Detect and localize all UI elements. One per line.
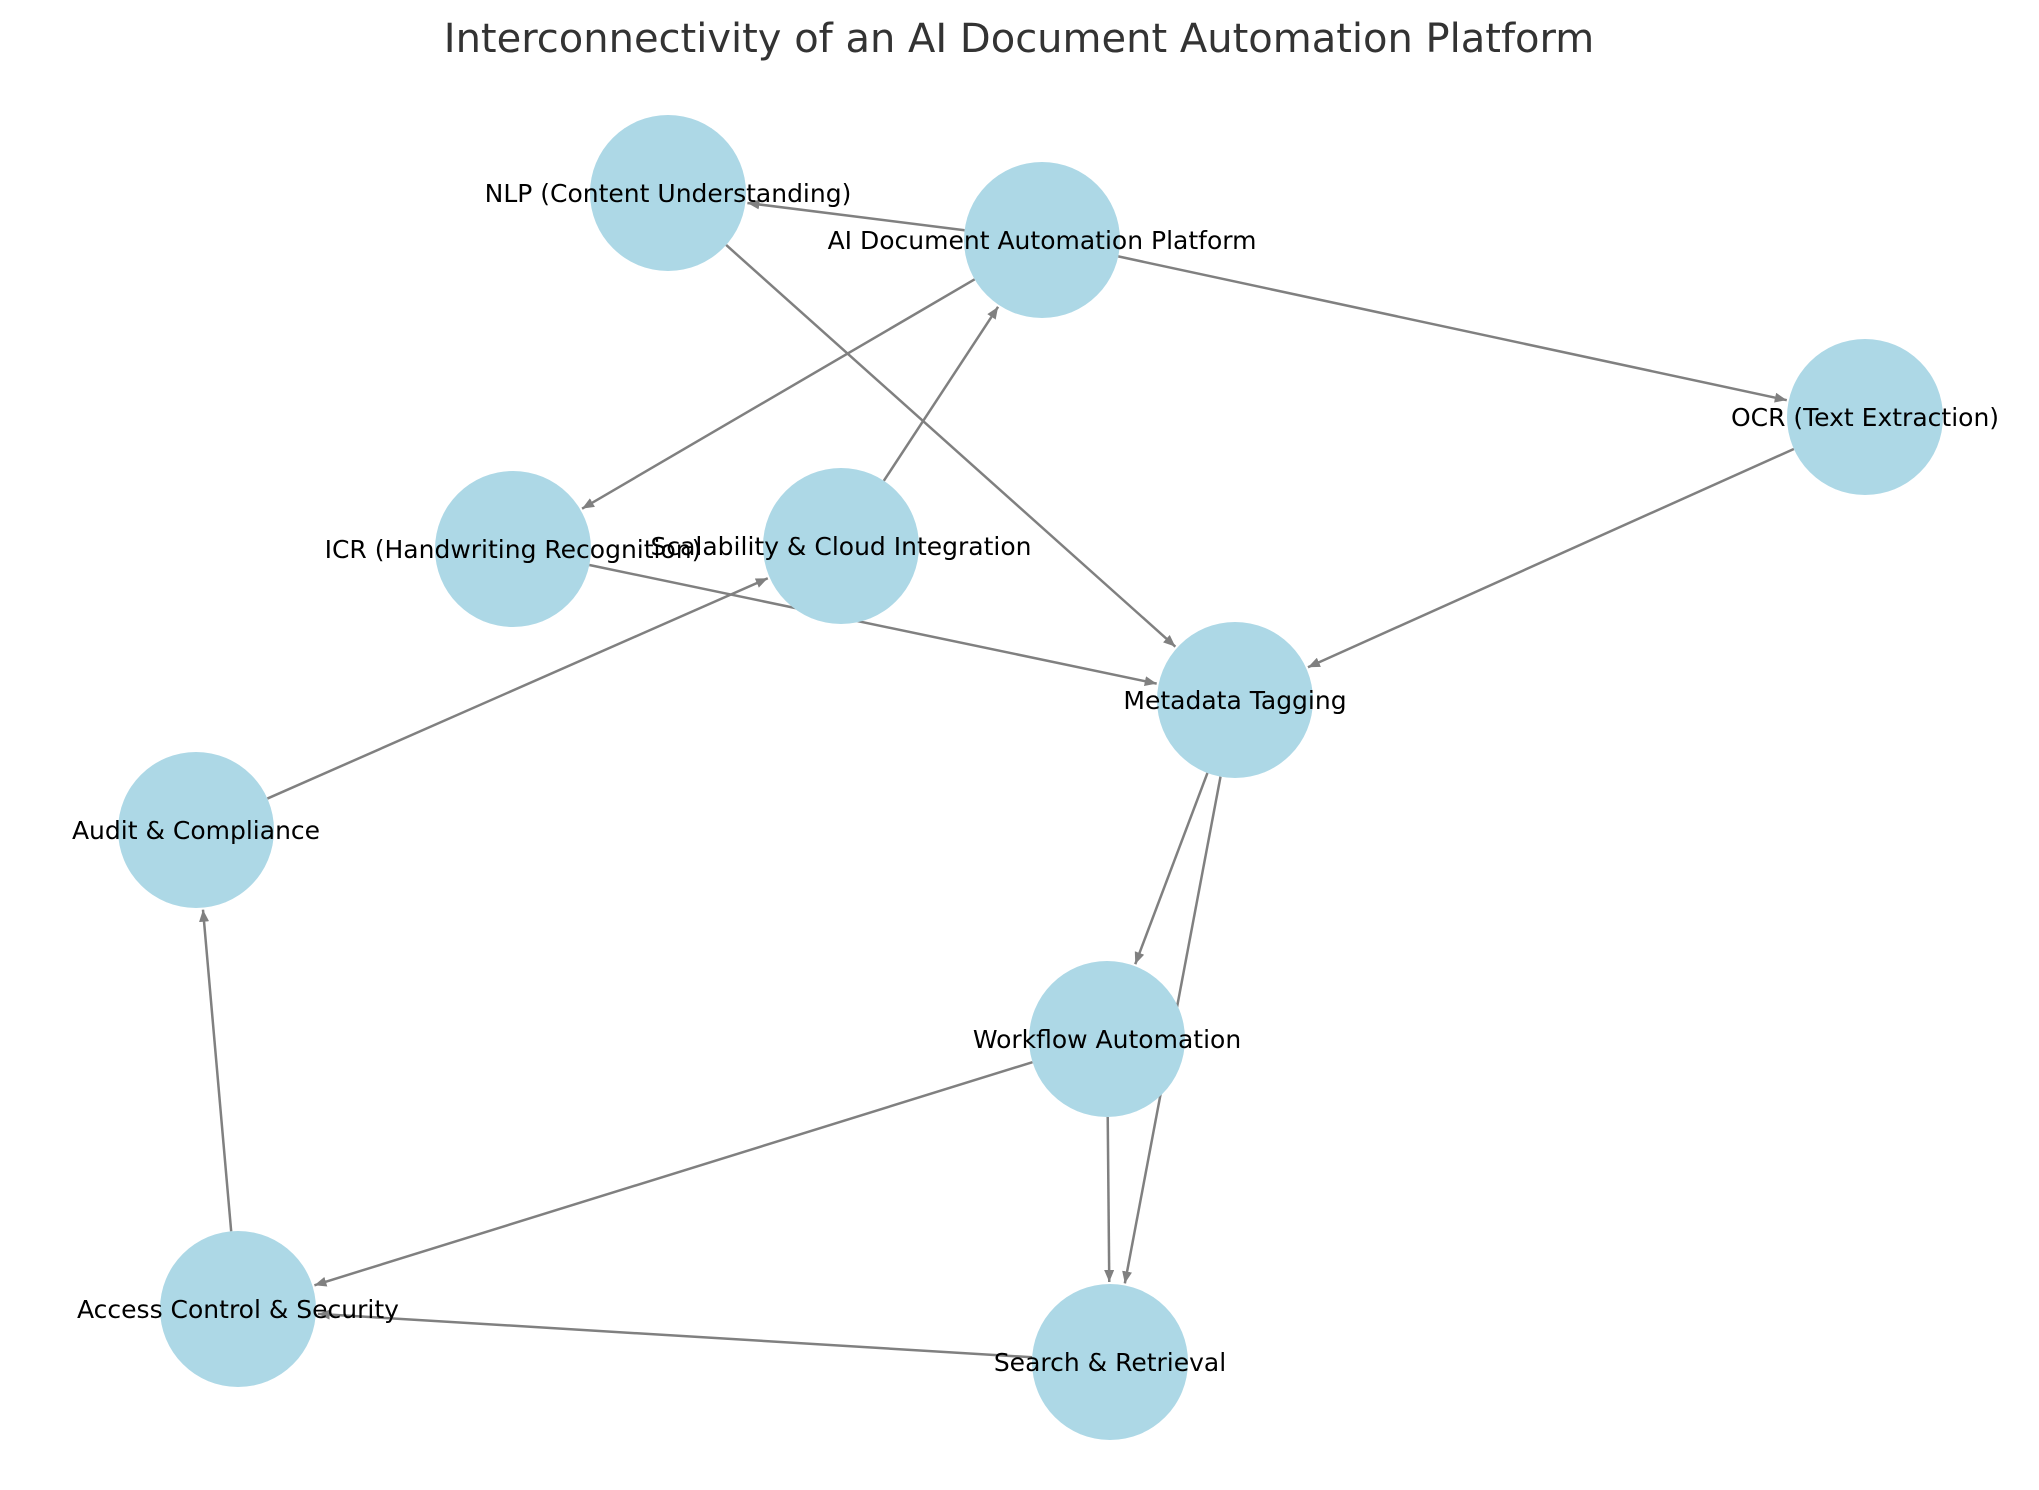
node-label-platform: AI Document Automation Platform [828, 226, 1257, 255]
node-label-audit: Audit & Compliance [72, 816, 320, 845]
edge-metadata-to-workflow [1134, 772, 1209, 965]
node-scalability [763, 468, 919, 624]
edge-workflow-to-access [314, 1060, 1033, 1287]
edge-ocr-to-metadata [1307, 447, 1795, 669]
node-audit [118, 752, 274, 908]
node-access [160, 1231, 316, 1387]
node-platform [964, 162, 1120, 318]
edge-audit-to-scalability [266, 577, 769, 800]
node-label-nlp: NLP (Content Understanding) [485, 179, 852, 208]
node-label-scalability: Scalability & Cloud Integration [650, 532, 1031, 561]
edge-platform-to-icr [581, 278, 976, 510]
node-workflow [1029, 961, 1185, 1117]
nodes-layer [118, 115, 1943, 1440]
node-label-access: Access Control & Security [77, 1295, 399, 1324]
node-label-ocr: OCR (Text Extraction) [1731, 403, 1999, 432]
edge-workflow-to-search [1104, 1116, 1115, 1283]
diagram-title: Interconnectivity of an AI Document Auto… [444, 16, 1594, 62]
node-search [1032, 1284, 1188, 1440]
labels-layer: AI Document Automation Platform NLP (Cont… [72, 179, 1999, 1377]
node-label-search: Search & Retrieval [994, 1348, 1226, 1377]
edge-platform-to-nlp [747, 199, 965, 232]
edge-icr-to-metadata [589, 563, 1157, 687]
edge-nlp-to-metadata [725, 244, 1177, 648]
node-nlp [590, 115, 746, 271]
edge-access-to-audit [199, 909, 233, 1232]
edge-platform-to-ocr [1117, 255, 1788, 403]
node-label-workflow: Workflow Automation [973, 1025, 1241, 1054]
edges-layer [199, 199, 1795, 1359]
node-label-icr: ICR (Handwriting Recognition) [325, 535, 702, 564]
node-icr [435, 471, 591, 627]
edge-scalability-to-platform [882, 306, 1000, 482]
edge-search-to-access [317, 1309, 1033, 1359]
node-label-metadata: Metadata Tagging [1123, 686, 1346, 715]
node-metadata [1157, 622, 1313, 778]
node-ocr [1787, 339, 1943, 495]
